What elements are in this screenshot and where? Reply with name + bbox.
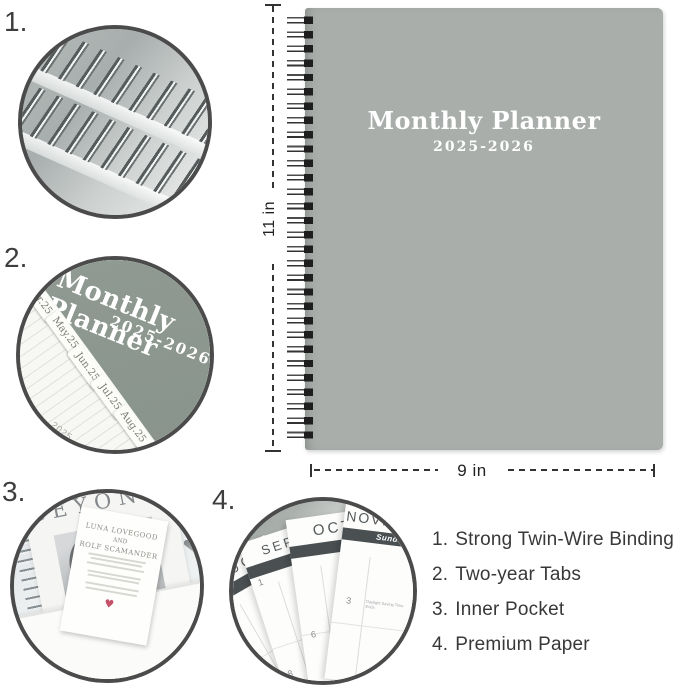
planner-cover: Monthly Planner 2025-2026 <box>305 8 663 450</box>
feature-item-pocket: 3. Inner Pocket <box>432 592 674 627</box>
twin-wire-binding <box>287 14 306 444</box>
feature-number: 1. <box>432 529 449 550</box>
dim-tick-right <box>653 464 655 477</box>
feature-number: 4. <box>432 634 449 655</box>
feature-number: 2. <box>432 564 449 585</box>
feature-label: Inner Pocket <box>455 599 565 620</box>
dim-tick-left <box>310 464 312 477</box>
binding-closeup-photo <box>18 25 212 219</box>
height-dim-line-upper <box>272 6 274 188</box>
feature-number: 3. <box>432 599 449 620</box>
heart-icon: ♥ <box>103 596 116 611</box>
callout-number-4: 4. <box>212 484 236 515</box>
dim-tick-bottom <box>265 450 281 452</box>
inner-pocket-photo: BEYOND LUNA LOVEGOOD AND ROLF SCAMANDER … <box>10 489 204 683</box>
planner-years: 2025-2026 <box>433 139 535 155</box>
height-dim-line-lower <box>272 264 274 450</box>
two-year-tabs-photo: Monthly Planner 2025-2026 Apr.25 May.25 … <box>16 256 214 454</box>
width-dim-label: 9 in <box>457 461 487 480</box>
width-dim-line-left <box>314 469 438 471</box>
planner-title: Monthly Planner <box>367 106 601 135</box>
feature-item-paper: 4. Premium Paper <box>432 627 674 662</box>
premium-paper-photo: AUG 4 SEPT 1 8 OCT 6 Sa NOVEMBER Sunday … <box>229 497 417 685</box>
feature-label: Strong Twin-Wire Binding <box>455 529 675 550</box>
feature-label: Premium Paper <box>455 634 590 655</box>
height-dim-label: 11 in <box>261 201 278 238</box>
callout-number-1: 1. <box>4 6 28 37</box>
feature-label: Two-year Tabs <box>455 564 582 585</box>
feature-list: 1. Strong Twin-Wire Binding 2. Two-year Ta… <box>432 522 674 662</box>
dim-tick-top <box>265 4 281 6</box>
feature-item-tabs: 2. Two-year Tabs <box>432 557 674 592</box>
date-number: 1 <box>256 576 265 588</box>
twin-wire-clamps <box>304 14 313 444</box>
width-dim-line-right <box>508 469 653 471</box>
feature-item-binding: 1. Strong Twin-Wire Binding <box>432 522 674 557</box>
